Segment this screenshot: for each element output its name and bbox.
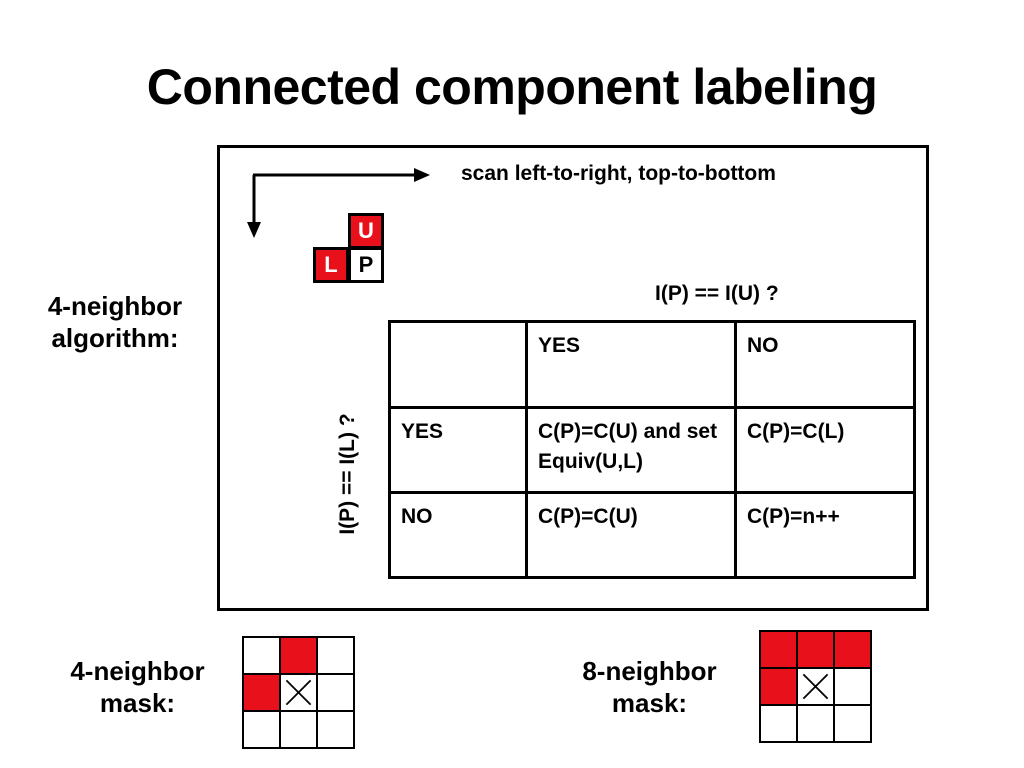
mask-cell [316, 673, 355, 712]
eight-neighbor-mask [759, 630, 872, 743]
mask-cell-neighbor [796, 630, 835, 669]
mask-cell-neighbor [279, 636, 318, 675]
mask8-label-line2: mask: [611, 688, 688, 718]
mask8-label: 8-neighbor mask: [567, 655, 732, 719]
mask-cell [316, 710, 355, 749]
algorithm-frame [217, 145, 929, 611]
table-row: YES NO [388, 320, 916, 409]
mask4-label: 4-neighbor mask: [55, 655, 220, 719]
slide-title: Connected component labeling [146, 59, 878, 115]
table-header-no: NO [734, 320, 916, 409]
mask-cell [242, 710, 281, 749]
table-cell: C(P)=C(U) [525, 491, 737, 579]
table-row-label-yes: YES [388, 406, 528, 494]
algorithm-label: 4-neighbor algorithm: [40, 290, 190, 354]
mask-cell [279, 710, 318, 749]
four-neighbor-mask [242, 636, 355, 749]
table-header-yes: YES [525, 320, 737, 409]
mask-cell [242, 636, 281, 675]
algorithm-label-line1: 4-neighbor [47, 291, 183, 321]
table-row: YES C(P)=C(U) and set Equiv(U,L) C(P)=C(… [388, 406, 916, 494]
condition-top: I(P) == I(U) ? [655, 282, 779, 305]
mask8-label-line1: 8-neighbor [582, 656, 717, 686]
table-cell: C(P)=n++ [734, 491, 916, 579]
mask-cell [759, 704, 798, 743]
neighbor-up-cell: U [348, 213, 384, 249]
table-row: NO C(P)=C(U) C(P)=n++ [388, 491, 916, 579]
mask-cell [833, 704, 872, 743]
algorithm-label-line2: algorithm: [51, 323, 179, 353]
current-pixel-cell: P [348, 247, 384, 283]
mask4-label-line2: mask: [99, 688, 176, 718]
mask-cell-neighbor [759, 630, 798, 669]
neighbor-left-cell: L [313, 247, 349, 283]
condition-left: I(P) == I(L) ? [336, 413, 359, 535]
table-cell: C(P)=C(L) [734, 406, 916, 494]
table-corner-cell [388, 320, 528, 409]
mask-center-cross-icon [279, 673, 318, 712]
mask4-label-line1: 4-neighbor [70, 656, 205, 686]
mask-cell-neighbor [833, 630, 872, 669]
mask-center-cross-icon [796, 667, 835, 706]
table-row-label-no: NO [388, 491, 528, 579]
mask-cell-neighbor [242, 673, 281, 712]
mask-cell [316, 636, 355, 675]
scan-note: scan left-to-right, top-to-bottom [461, 162, 776, 185]
decision-table: YES NO YES C(P)=C(U) and set Equiv(U,L) … [388, 320, 916, 579]
mask-cell [796, 704, 835, 743]
mask-cell-neighbor [759, 667, 798, 706]
mask-cell [833, 667, 872, 706]
table-cell: C(P)=C(U) and set Equiv(U,L) [525, 406, 737, 494]
